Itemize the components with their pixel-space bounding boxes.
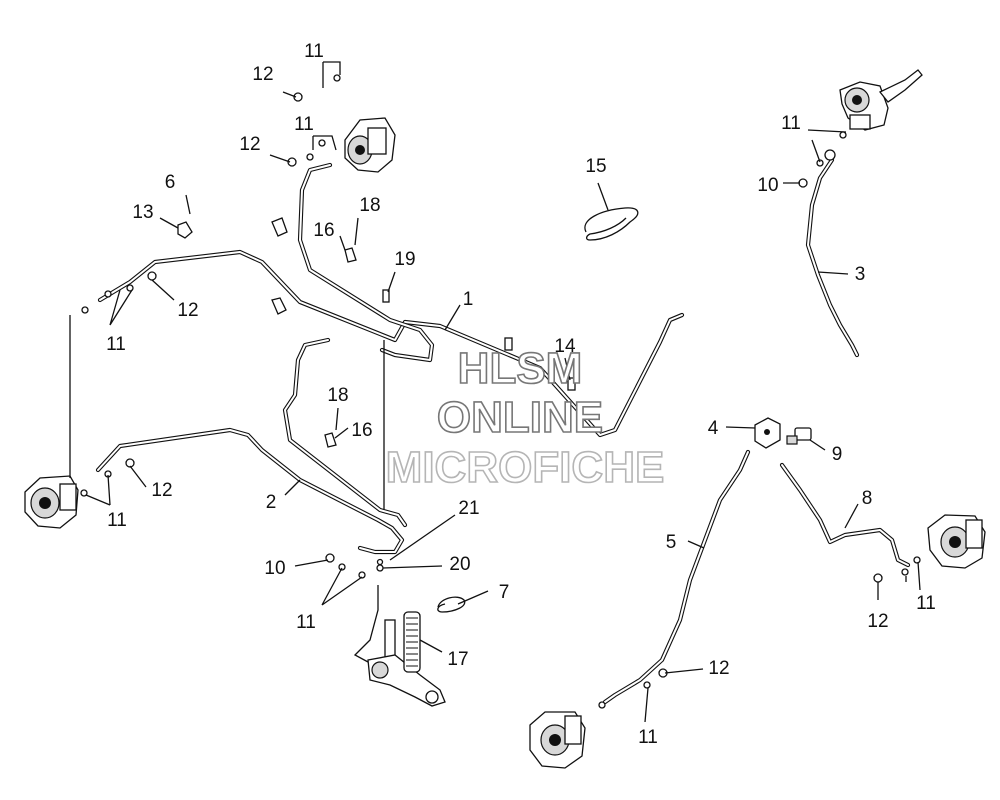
callout-label: 18 — [359, 195, 380, 216]
watermark-line2: ONLINE — [437, 393, 603, 442]
callout-label: 20 — [449, 554, 470, 575]
fittings — [80, 74, 921, 709]
switch-9 — [786, 427, 812, 445]
callout-label: 19 — [394, 249, 415, 270]
callout-label: 12 — [177, 300, 198, 321]
junction-block-4 — [754, 417, 781, 449]
callout-label: 4 — [708, 418, 719, 439]
callout-label: 16 — [351, 420, 372, 441]
callout-label: 12 — [252, 64, 273, 85]
callout-label: 9 — [832, 444, 843, 465]
hose-17 — [403, 611, 421, 673]
master-cylinder-bottom — [367, 619, 446, 707]
brake-lines — [95, 157, 911, 705]
brake-line-16-lower — [282, 337, 408, 528]
callout-label: 13 — [132, 202, 153, 223]
callout-label: 11 — [916, 593, 936, 614]
callout-label: 11 — [107, 510, 127, 531]
components — [24, 69, 986, 769]
callout-label: 11 — [638, 727, 658, 748]
callout-label: 7 — [499, 582, 510, 603]
brake-line-8 — [779, 462, 911, 568]
callout-label: 10 — [264, 558, 285, 579]
callout-label: 11 — [296, 612, 316, 633]
callout-label: 12 — [151, 480, 172, 501]
callout-label: 8 — [862, 488, 873, 509]
callout-label: 10 — [757, 175, 778, 196]
master-cylinder-top — [344, 117, 396, 173]
callout-label: 1 — [463, 289, 474, 310]
master-cylinder-lever — [839, 69, 923, 131]
callout-label: 6 — [165, 172, 176, 193]
callout-label: 12 — [867, 611, 888, 632]
clamp-15 — [584, 207, 639, 241]
leader-lines — [69, 61, 921, 723]
callout-numbers: 11 12 11 12 6 13 18 16 19 1 12 11 15 11 … — [106, 41, 936, 748]
callout-label: 11 — [106, 334, 126, 355]
callout-label: 15 — [585, 156, 606, 177]
callout-label: 5 — [666, 532, 677, 553]
callout-label: 18 — [327, 385, 348, 406]
brake-line-3 — [805, 157, 860, 358]
callout-label: 11 — [304, 41, 324, 62]
clamp-7 — [437, 596, 466, 613]
callout-label: 3 — [855, 264, 866, 285]
callout-label: 2 — [266, 492, 277, 513]
watermark-line3: MICROFICHE — [386, 443, 665, 492]
callout-label: 11 — [294, 114, 314, 135]
callout-label: 16 — [313, 220, 334, 241]
watermark-line1: HLSM — [458, 344, 583, 393]
callout-label: 11 — [781, 113, 801, 134]
watermark: HLSM ONLINE MICROFICHE — [385, 343, 665, 493]
caliper-left — [24, 475, 79, 529]
callout-label: 12 — [239, 134, 260, 155]
callout-label: 14 — [554, 336, 576, 357]
callout-label: 21 — [458, 498, 479, 519]
caliper-right — [927, 514, 986, 569]
caliper-bottom — [529, 711, 586, 769]
callout-label: 12 — [708, 658, 729, 679]
callout-label: 17 — [447, 649, 468, 670]
